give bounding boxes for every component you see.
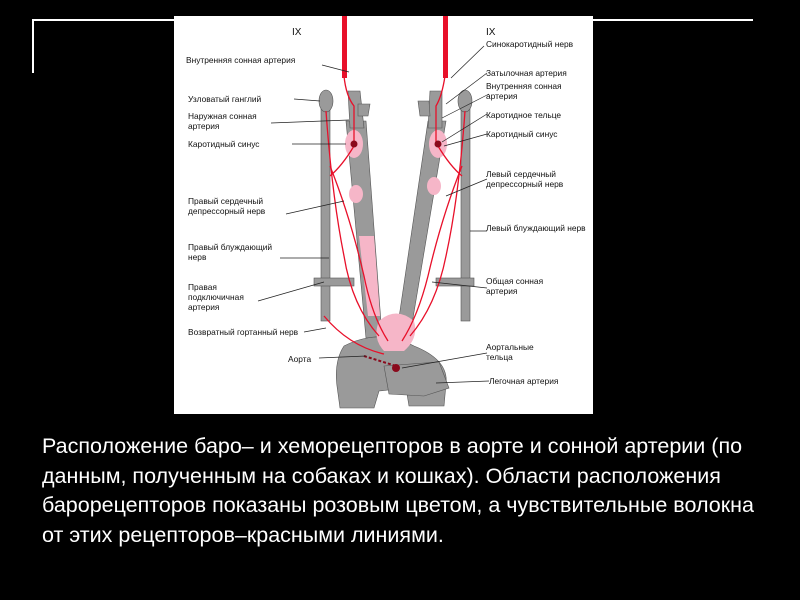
right-carotid-zone-lower bbox=[359, 236, 380, 316]
figure-caption: Расположение баро– и хеморецепторов в ао… bbox=[42, 434, 754, 547]
right-carotid-body-node bbox=[350, 140, 358, 148]
label-right-depressor-nerve: Правый сердечный депрессорный нерв bbox=[188, 196, 266, 216]
label-right-depressor-box: Правый сердечный депрессорный нерв bbox=[188, 196, 266, 216]
label-common-carotid: Общая сонная артерия bbox=[486, 276, 544, 296]
label-aortic-bodies: Аортальные тельца bbox=[486, 342, 534, 362]
anatomy-diagram: IX Внутренняя сонная артерия Узловатый г… bbox=[174, 16, 593, 414]
label-occipital-artery: Затылочная артерия bbox=[486, 68, 567, 78]
left-ix-bar bbox=[443, 16, 448, 78]
label-recurrent-laryngeal-box: Возвратный гортанный нерв bbox=[188, 327, 299, 337]
right-carotid-zone bbox=[349, 185, 363, 203]
labels-right: IX Синокаротидный нерв Затылочная артери… bbox=[486, 27, 586, 386]
label-common-carotid-box: Общая сонная артерия bbox=[486, 276, 544, 296]
left-subclavian-stub bbox=[435, 277, 475, 287]
vessels bbox=[313, 89, 475, 409]
right-external-carotid bbox=[347, 90, 365, 129]
label-carotid-sinus-left: Каротидный синус bbox=[188, 139, 260, 149]
label-ix-right: IX bbox=[486, 27, 496, 38]
label-external-carotid: Наружная сонная артерия bbox=[188, 111, 257, 131]
right-subclavian-stub bbox=[313, 277, 355, 287]
label-internal-carotid-right: Внутренняя сонная артерия bbox=[486, 81, 562, 101]
label-aortic-bodies-box: Аортальные тельца bbox=[486, 342, 534, 362]
leader-lines bbox=[257, 45, 490, 384]
label-left-vagus: Левый блуждающий нерв bbox=[486, 223, 586, 233]
frame-left-vertical-line bbox=[32, 19, 34, 73]
label-left-depressor-nerve: Левый сердечный депрессорный нерв bbox=[486, 169, 564, 189]
frame-top-left-line bbox=[32, 19, 174, 21]
label-internal-carotid-left: Внутренняя сонная артерия bbox=[186, 55, 295, 65]
label-left-vagus-box: Левый блуждающий нерв bbox=[486, 223, 586, 233]
label-internal-carotid-right-box: Внутренняя сонная артерия bbox=[486, 81, 562, 101]
pulmonary-artery-shape bbox=[383, 361, 450, 397]
right-branch-stub bbox=[357, 103, 371, 117]
label-ix-left: IX bbox=[292, 27, 302, 38]
label-right-subclavian-box: Правая подключичная артерия bbox=[188, 282, 244, 312]
right-vagus-fibre bbox=[325, 110, 380, 337]
right-sinus-fibre bbox=[329, 145, 355, 177]
left-carotid-zone bbox=[427, 177, 441, 195]
label-nodose-ganglion: Узловатый ганглий bbox=[188, 94, 262, 104]
left-vagus-fibre bbox=[409, 110, 466, 337]
label-external-carotid-box: Наружная сонная артерия bbox=[188, 111, 257, 131]
aortic-bodies-dashes bbox=[363, 355, 397, 367]
label-right-subclavian: Правая подключичная артерия bbox=[188, 282, 244, 312]
label-recurrent-laryngeal: Возвратный гортанный нерв bbox=[188, 327, 299, 337]
labels-left: IX Внутренняя сонная артерия Узловатый г… bbox=[186, 27, 311, 364]
label-right-vagus: Правый блуждающий нерв bbox=[188, 242, 273, 262]
label-sinocarotid-box: Синокаротидный нерв bbox=[486, 39, 574, 49]
label-carotid-sinus-right: Каротидный синус bbox=[486, 129, 558, 139]
label-pulmonary-artery: Легочная артерия bbox=[489, 376, 558, 386]
left-carotid-body-node bbox=[434, 140, 442, 148]
label-left-depressor-box: Левый сердечный депрессорный нерв bbox=[486, 169, 564, 189]
frame-top-right-line bbox=[593, 19, 753, 21]
left-sinus-fibre bbox=[437, 145, 463, 177]
right-depressor-fibre bbox=[329, 165, 389, 342]
recurrent-laryngeal-fibre bbox=[323, 315, 385, 355]
label-right-vagus-box: Правый блуждающий нерв bbox=[188, 242, 273, 262]
ix-nerve-bars bbox=[342, 16, 448, 78]
aortic-arch-zone bbox=[376, 313, 416, 351]
left-branch-stub bbox=[417, 100, 431, 117]
right-ix-bar bbox=[342, 16, 347, 78]
label-aorta: Аорта bbox=[288, 354, 311, 364]
label-carotid-body: Каротидное тельце bbox=[486, 110, 561, 120]
label-sinocarotid-nerve: Синокаротидный нерв bbox=[486, 39, 574, 49]
right-nodose-ganglion bbox=[318, 89, 334, 113]
